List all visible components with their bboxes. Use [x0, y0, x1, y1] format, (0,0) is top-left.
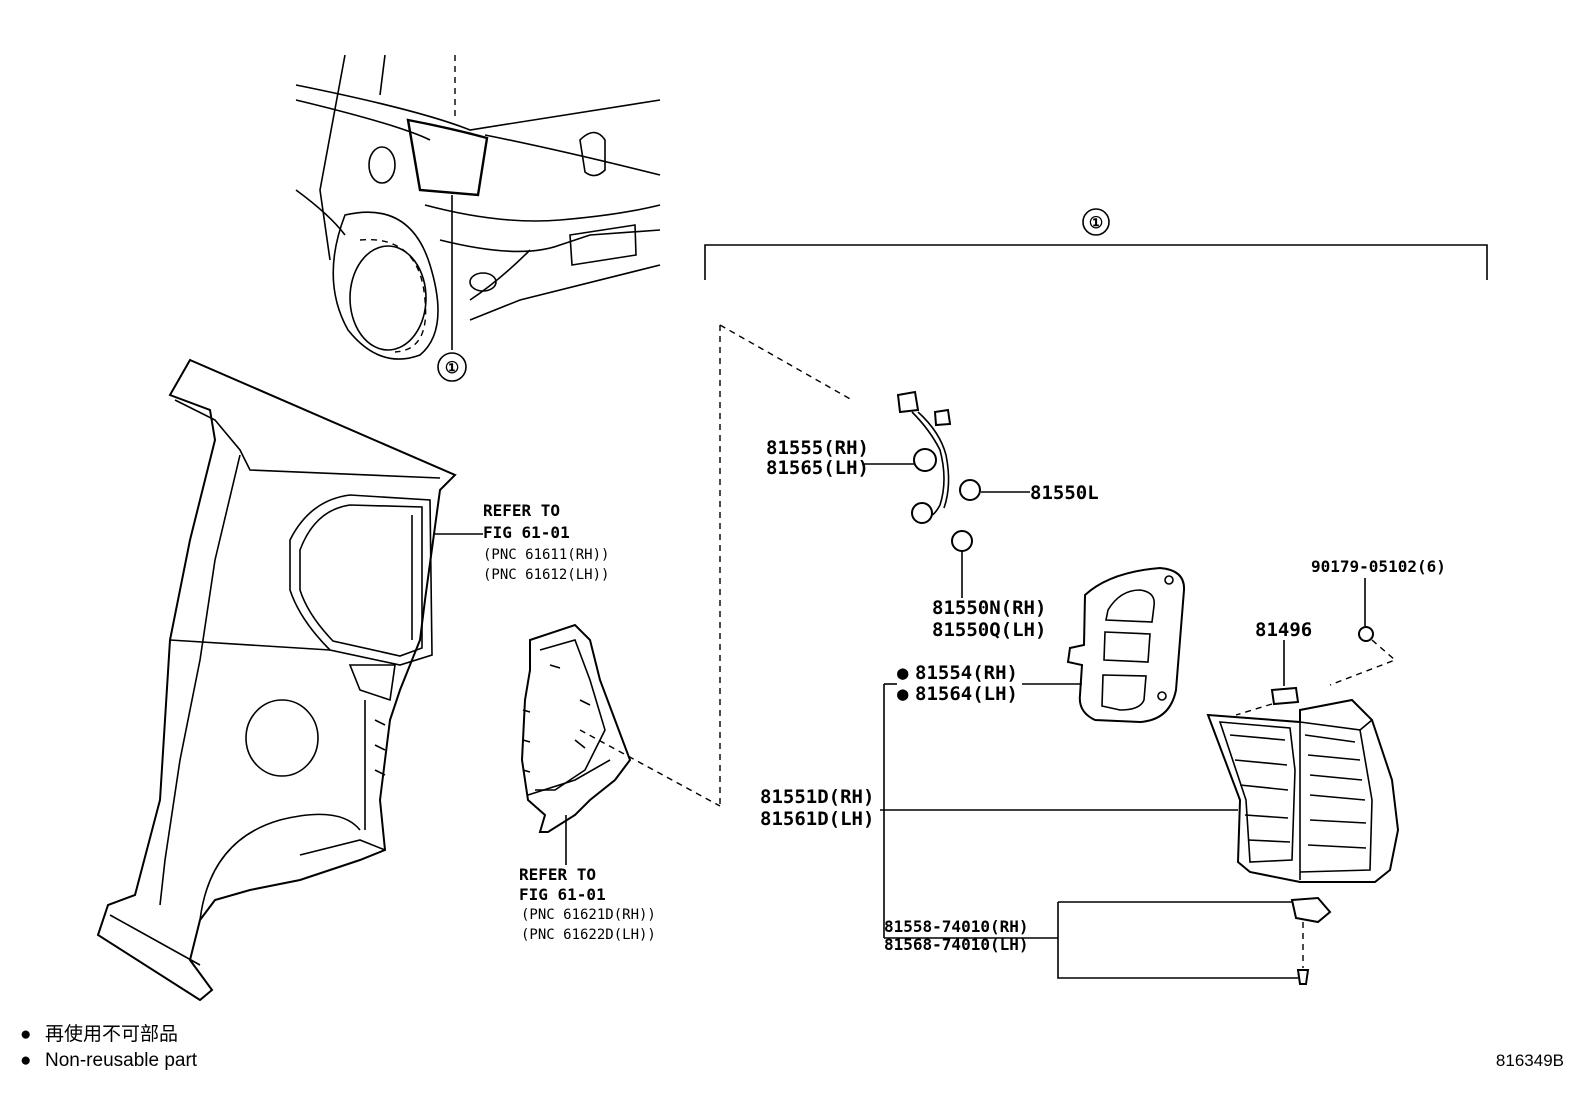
wire-harness	[862, 390, 1030, 598]
callout-1-vehicle: ①	[445, 358, 459, 377]
gasket	[1066, 566, 1186, 724]
label-81558: 81558-74010(RH)	[884, 917, 1029, 936]
label-81551D: 81551D(RH)	[760, 786, 874, 808]
quarter-pnc-lh: (PNC 61612(LH))	[483, 567, 609, 583]
label-81568: 81568-74010(LH)	[884, 935, 1029, 954]
legend-english: Non-reusable part	[45, 1050, 198, 1071]
label-90179: 90179-05102(6)	[1311, 557, 1446, 576]
grommet-81558	[1057, 896, 1332, 985]
legend-bullet-jp: ●	[20, 1024, 31, 1045]
quarter-refer-line2: FIG 61-01	[483, 523, 570, 542]
legend: ● 再使用不可部品 ● Non-reusable part	[20, 1023, 198, 1071]
inner-refer-line2: FIG 61-01	[519, 885, 606, 904]
inner-refer-line1: REFER TO	[519, 865, 596, 884]
label-81554: 81554(RH)	[915, 662, 1018, 684]
label-81555: 81555(RH)	[766, 437, 869, 459]
assembly-bracket	[704, 208, 1488, 806]
inner-panel	[520, 623, 721, 865]
quarter-pnc-rh: (PNC 61611(RH))	[483, 547, 609, 563]
label-81565: 81565(LH)	[766, 457, 869, 479]
tail-lamp	[1206, 698, 1400, 883]
inner-pnc-lh: (PNC 61622D(LH))	[521, 927, 656, 943]
quarter-refer-line1: REFER TO	[483, 501, 560, 520]
label-81561D: 81561D(LH)	[760, 808, 874, 830]
label-81496: 81496	[1255, 619, 1312, 641]
figure-code: 816349B	[1496, 1051, 1564, 1070]
legend-bullet-en: ●	[20, 1050, 31, 1071]
nonreusable-bullet-81554: ●	[897, 662, 909, 684]
legend-japanese: 再使用不可部品	[45, 1023, 178, 1045]
label-81564: 81564(LH)	[915, 683, 1018, 705]
inner-pnc-rh: (PNC 61621D(RH))	[521, 907, 656, 923]
callout-1-assembly: ①	[1089, 213, 1103, 232]
label-81550Q: 81550Q(LH)	[932, 619, 1046, 641]
clip-81496	[1235, 640, 1300, 716]
nut-90179	[1329, 578, 1397, 686]
vehicle-rear-view: ①	[295, 54, 661, 382]
label-81550N: 81550N(RH)	[932, 597, 1046, 619]
quarter-panel	[96, 358, 483, 1002]
label-81550L: 81550L	[1030, 482, 1099, 504]
nonreusable-bullet-81564: ●	[897, 683, 909, 705]
